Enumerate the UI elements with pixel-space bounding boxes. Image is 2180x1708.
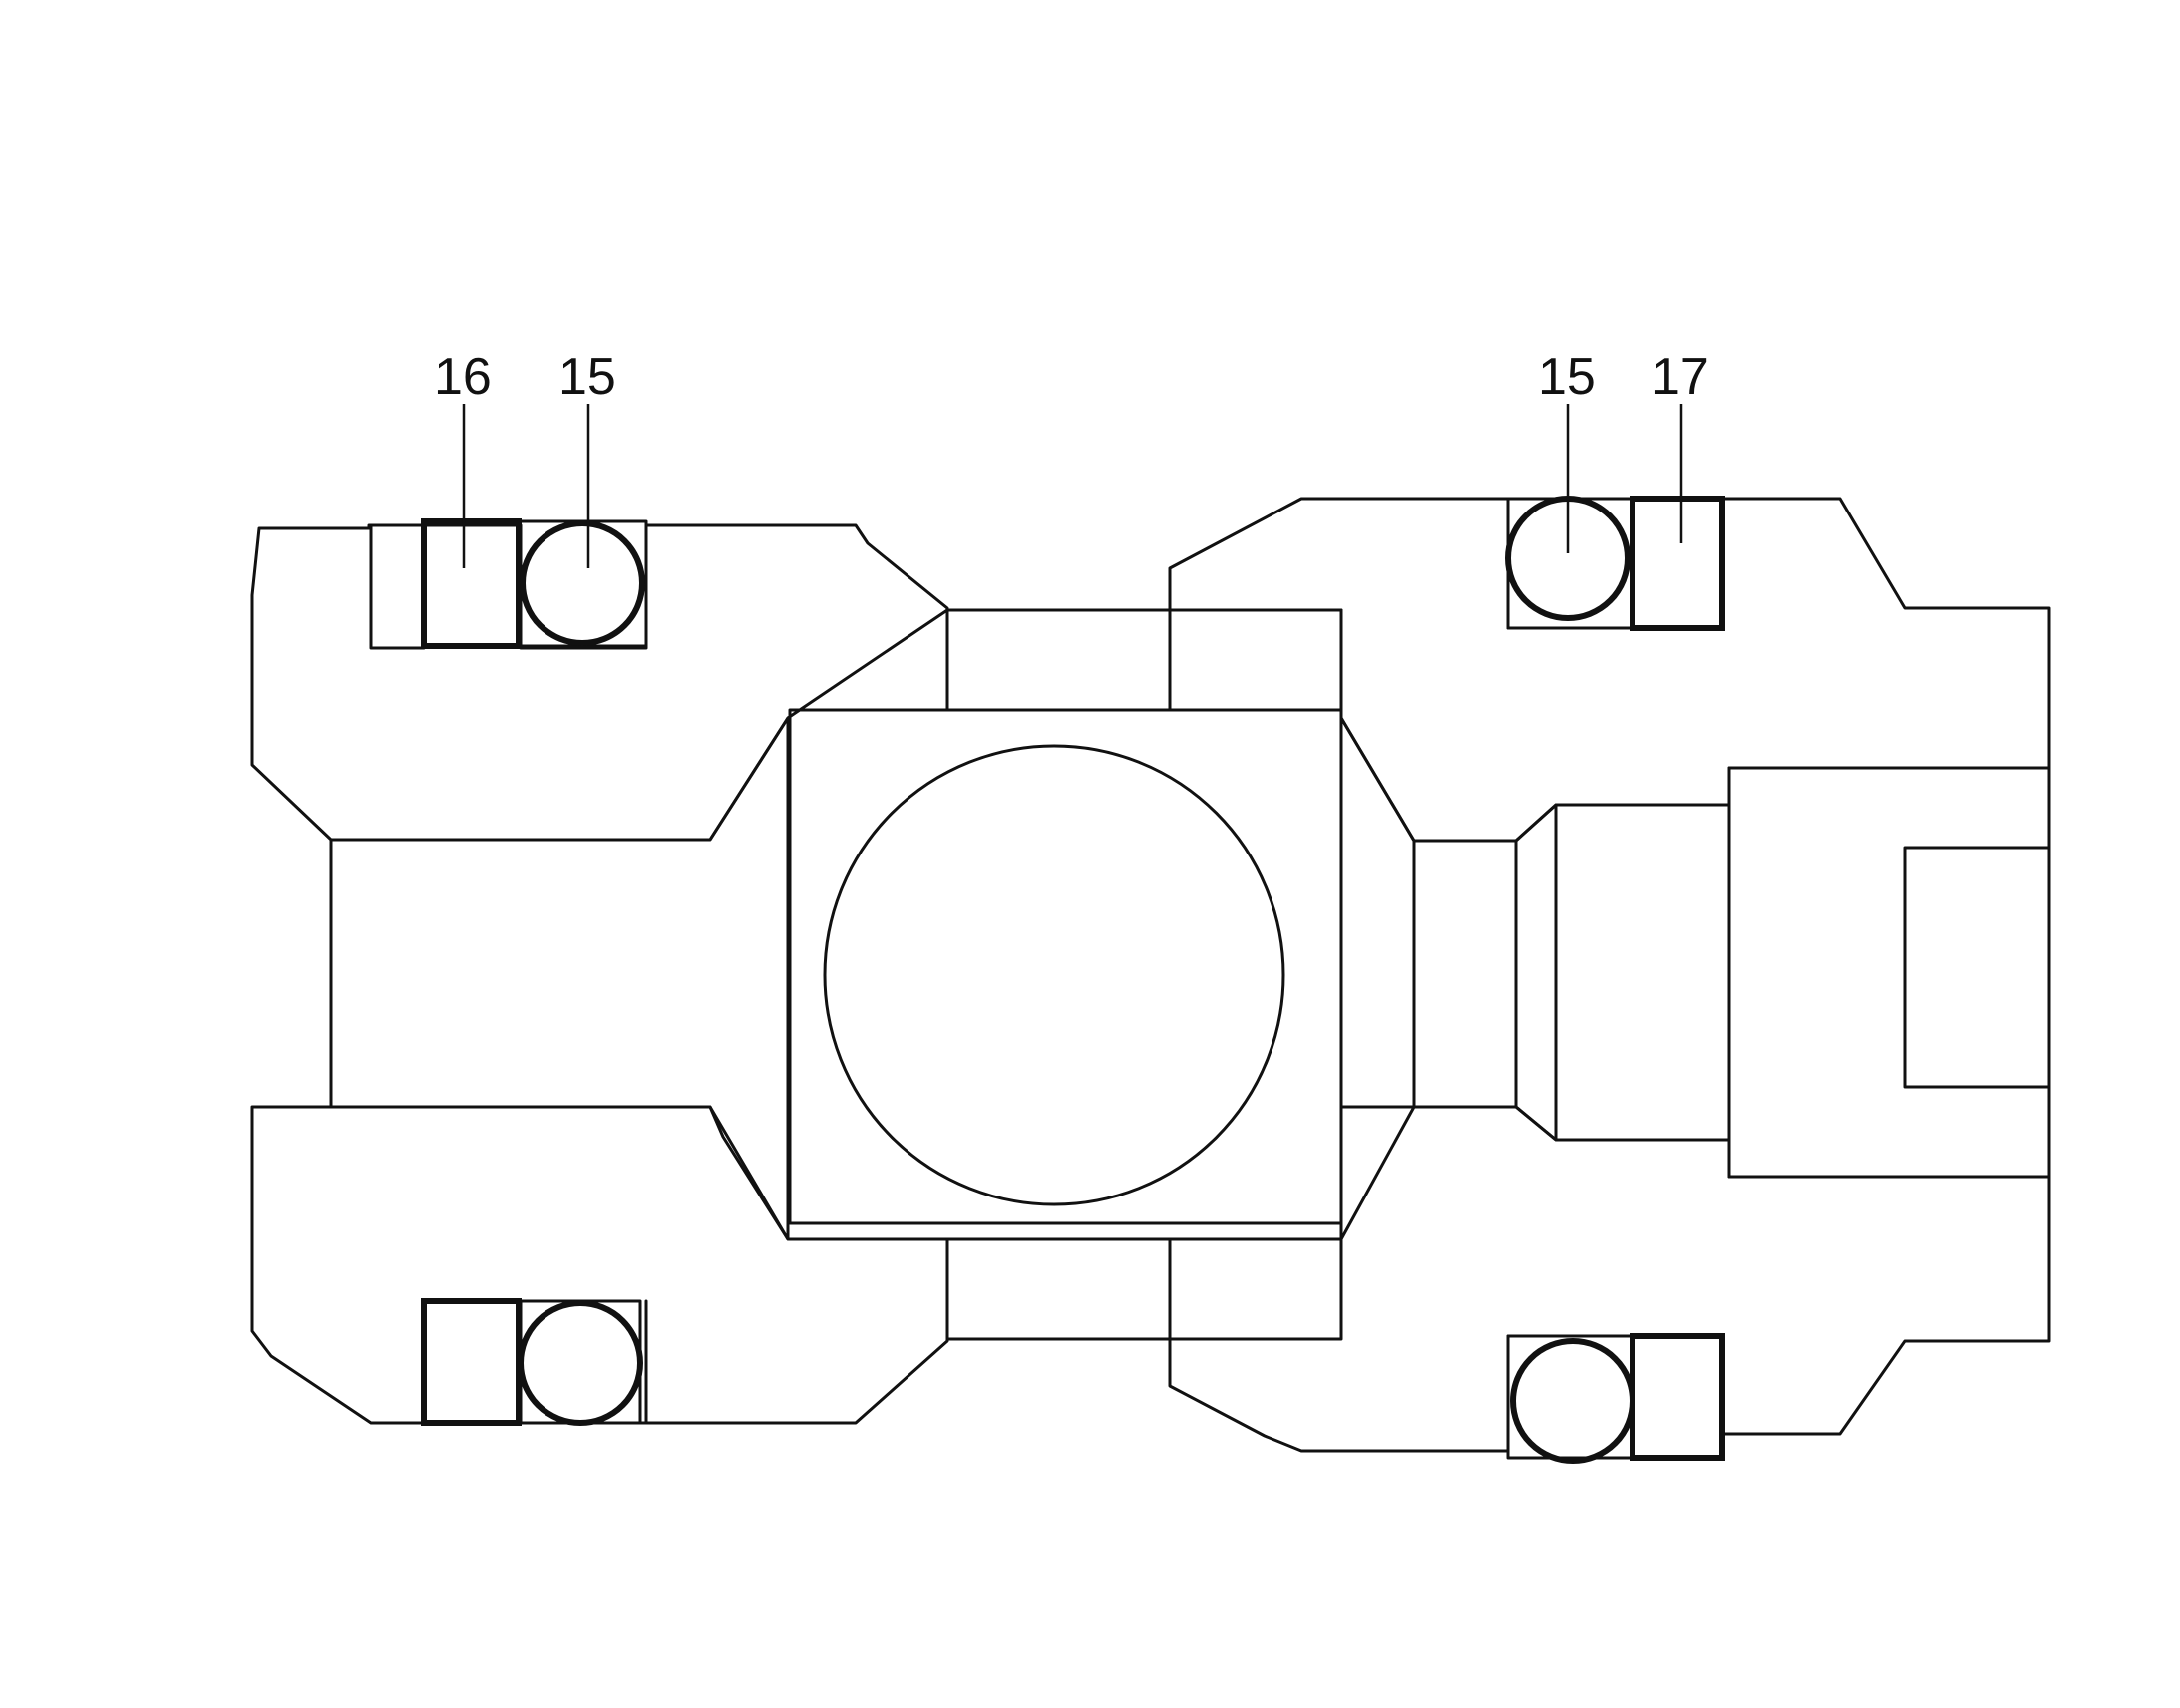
center-top-right-block	[1168, 608, 1343, 712]
seal-group-top-right	[1505, 496, 1725, 631]
seal-ring-17-top	[1630, 496, 1725, 631]
seal-group-bottom-right	[1506, 1333, 1725, 1464]
seal-group-bottom-left	[421, 1298, 643, 1426]
seal-group-top-left	[421, 518, 648, 649]
right-housing-lower	[1168, 1105, 2051, 1453]
valve-ball	[823, 744, 1285, 1206]
right-housing-upper	[1168, 497, 2051, 843]
center-bottom-block	[945, 1237, 1172, 1341]
valve-chamber	[788, 708, 1343, 1225]
ref-label-17: 17	[1651, 348, 1709, 406]
center-bottom-right-block	[1168, 1237, 1343, 1341]
ref-label-16: 16	[434, 348, 492, 406]
right-bore	[1339, 716, 2051, 1241]
o-ring-15-top-left	[520, 520, 645, 646]
left-bore	[329, 716, 790, 1241]
right-housing	[1168, 497, 2051, 1453]
center-coupling	[788, 608, 1343, 1341]
seal-ring-16-top	[421, 518, 522, 649]
left-housing-lower	[250, 1105, 949, 1425]
o-ring-15-bottom-left	[518, 1300, 643, 1426]
left-housing	[250, 523, 949, 1425]
center-top-block	[945, 608, 1172, 712]
seal-ring-16-bottom	[421, 1298, 522, 1426]
right-sleeve	[1412, 608, 2051, 1341]
ref-label-15-left: 15	[558, 348, 616, 406]
left-housing-upper	[250, 523, 949, 842]
seal-ring-17-bottom	[1630, 1333, 1725, 1461]
o-ring-15-bottom-right	[1510, 1338, 1635, 1464]
ref-label-15-right: 15	[1538, 348, 1596, 406]
